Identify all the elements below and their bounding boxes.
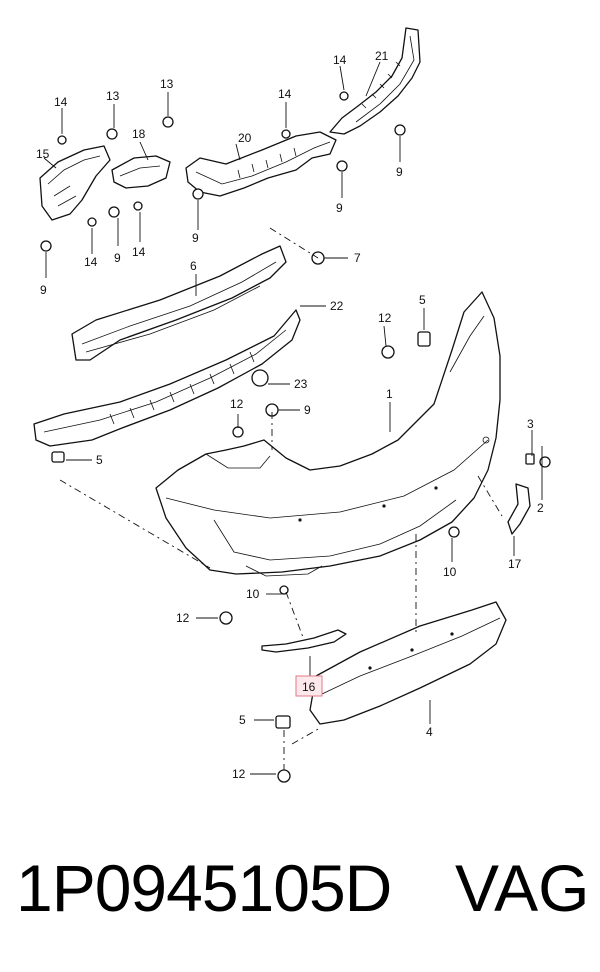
callout-9: 9 xyxy=(40,283,47,297)
part-22-absorber xyxy=(33,309,301,447)
callout-12: 12 xyxy=(230,397,244,411)
leader-lines xyxy=(43,61,543,775)
callout-1: 1 xyxy=(386,387,393,401)
callout-14: 14 xyxy=(84,255,98,269)
callout-4: 4 xyxy=(426,725,433,739)
callout-6: 6 xyxy=(190,259,197,273)
callout-14: 14 xyxy=(278,87,292,101)
callout-7: 7 xyxy=(354,251,361,265)
brand-name: VAG xyxy=(455,851,590,925)
callout-14: 14 xyxy=(132,245,146,259)
part-1-bumper-cover xyxy=(155,291,501,577)
part-4-lower-spoiler xyxy=(309,601,507,725)
callout-9: 9 xyxy=(114,251,121,265)
callout-22: 22 xyxy=(330,299,344,313)
callout-labels: 14 13 13 14 21 14 18 20 15 9 9 9 14 9 14… xyxy=(36,49,544,781)
callout-21: 21 xyxy=(375,49,389,63)
part-20-carrier xyxy=(185,131,337,197)
callout-15: 15 xyxy=(36,147,50,161)
callout-16-highlight xyxy=(295,675,323,697)
callout-5: 5 xyxy=(419,293,426,307)
callout-5: 5 xyxy=(96,453,103,467)
callout-9: 9 xyxy=(396,165,403,179)
callout-23: 23 xyxy=(294,377,308,391)
alignment-lines xyxy=(59,227,503,770)
part-16-trim-strip xyxy=(261,629,347,653)
part-17-side-trim xyxy=(507,483,531,535)
part-21-carrier xyxy=(329,27,421,135)
callout-5: 5 xyxy=(239,713,246,727)
part-number: 1P0945105D xyxy=(16,851,392,925)
part-18-bracket xyxy=(111,155,171,189)
callout-20: 20 xyxy=(238,131,252,145)
callout-16: 16 xyxy=(302,680,316,694)
callout-2: 2 xyxy=(537,501,544,515)
callout-3: 3 xyxy=(527,417,534,431)
callout-14: 14 xyxy=(333,53,347,67)
callout-18: 18 xyxy=(132,127,146,141)
callout-10: 10 xyxy=(246,587,260,601)
callout-12: 12 xyxy=(232,767,246,781)
callout-12: 12 xyxy=(176,611,190,625)
fasteners xyxy=(40,91,551,783)
part-15-bracket xyxy=(39,145,111,221)
callout-10: 10 xyxy=(443,565,457,579)
callout-9: 9 xyxy=(192,231,199,245)
part-6-impact-bar xyxy=(71,245,287,361)
callout-17: 17 xyxy=(508,557,522,571)
callout-13: 13 xyxy=(160,77,174,91)
callout-14: 14 xyxy=(54,95,68,109)
callout-9: 9 xyxy=(304,403,311,417)
callout-13: 13 xyxy=(106,89,120,103)
exploded-parts-diagram: 14 13 13 14 21 14 18 20 15 9 9 9 14 9 14… xyxy=(33,27,551,783)
callout-9: 9 xyxy=(336,201,343,215)
callout-12: 12 xyxy=(378,311,392,325)
part-info-footer: 1P0945105D VAG xyxy=(0,835,600,955)
